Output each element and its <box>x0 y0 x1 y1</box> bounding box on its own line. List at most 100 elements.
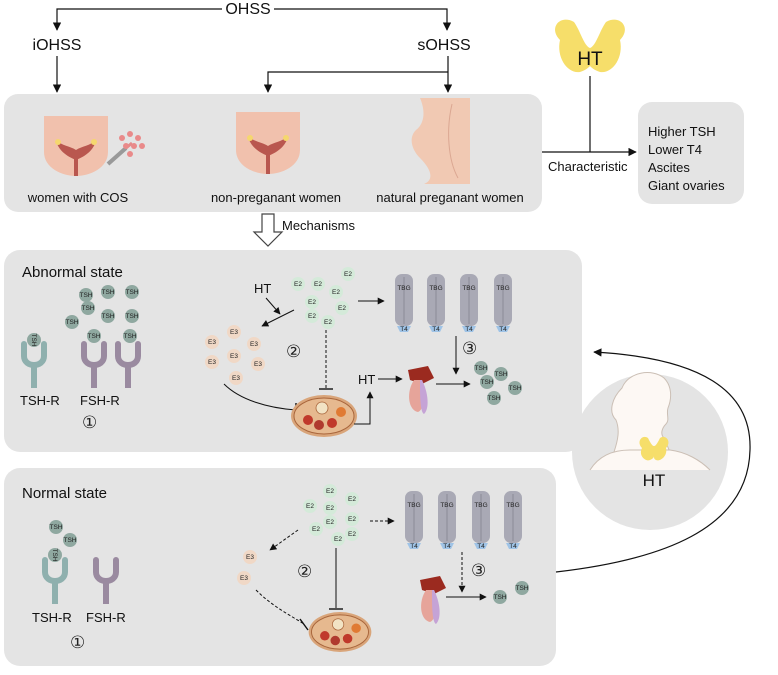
uterus-cos-icon <box>44 116 108 176</box>
characteristic-item-4: Giant ovaries <box>648 178 725 193</box>
svg-text:E3: E3 <box>232 375 240 382</box>
svg-text:TSH: TSH <box>516 585 529 592</box>
abnormal-ht-top-label: HT <box>254 281 271 296</box>
abnormal-fsh-r-label: FSH-R <box>80 393 120 408</box>
e3-inhibit-line <box>223 383 297 411</box>
characteristic-item-2: Lower T4 <box>648 142 702 157</box>
svg-text:TSH: TSH <box>126 289 139 296</box>
e2-to-e3-arrow <box>261 309 295 327</box>
svg-text:E3: E3 <box>246 554 254 561</box>
thyroid-icon <box>555 19 625 73</box>
svg-text:TSH: TSH <box>509 385 522 392</box>
normal-step-1: ① <box>70 633 85 652</box>
svg-text:E2: E2 <box>324 319 332 326</box>
svg-text:TSH: TSH <box>102 313 115 320</box>
svg-text:E2: E2 <box>314 281 322 288</box>
svg-text:E3: E3 <box>250 341 258 348</box>
normal-step-2: ② <box>297 562 312 581</box>
abnormal-state-title: Abnormal state <box>22 264 123 281</box>
svg-text:TBG: TBG <box>474 502 487 509</box>
abnormal-output-tsh: TSH TSH TSH TSH TSH <box>474 361 522 405</box>
svg-text:TBG: TBG <box>462 285 475 292</box>
svg-text:E3: E3 <box>208 339 216 346</box>
ohss-label: OHSS <box>225 1 270 18</box>
svg-text:TSH: TSH <box>494 594 507 601</box>
normal-fsh-receptor-icon <box>93 557 119 604</box>
svg-text:T4: T4 <box>400 326 408 333</box>
svg-text:E2: E2 <box>326 488 334 495</box>
svg-text:T4: T4 <box>432 326 440 333</box>
abnormal-tsh-r-label: TSH-R <box>20 393 60 408</box>
feedback-curve-arrow <box>555 348 751 573</box>
ohss-to-iohss-arrow <box>52 8 222 31</box>
pregnant-torso-icon <box>411 98 470 184</box>
svg-text:E2: E2 <box>326 505 334 512</box>
svg-text:E2: E2 <box>348 531 356 538</box>
person-thyroid-icon <box>639 436 669 461</box>
characteristic-item-3: Ascites <box>648 160 690 175</box>
svg-text:TSH: TSH <box>30 334 37 347</box>
normal-ovary-icon <box>308 611 372 653</box>
svg-text:TSH: TSH <box>50 524 63 531</box>
svg-text:TBG: TBG <box>429 285 442 292</box>
svg-text:T4: T4 <box>443 543 451 550</box>
normal-e3-inhibit-line <box>255 589 305 625</box>
ohss-to-sohss-arrow <box>274 8 452 31</box>
svg-text:TBG: TBG <box>440 502 453 509</box>
svg-text:TSH: TSH <box>124 333 137 340</box>
characteristic-label: Characteristic <box>548 159 628 174</box>
svg-text:TBG: TBG <box>506 502 519 509</box>
sohss-branch-arrow <box>263 71 448 93</box>
svg-text:E2: E2 <box>348 516 356 523</box>
svg-text:TBG: TBG <box>397 285 410 292</box>
normal-e3-cluster: E3 E3 <box>237 550 257 585</box>
thyroid-ht-label: HT <box>577 49 603 70</box>
mechanisms-arrow-icon <box>252 213 284 247</box>
svg-text:TSH: TSH <box>495 371 508 378</box>
svg-text:E2: E2 <box>308 299 316 306</box>
abnormal-step-1: ① <box>82 413 97 432</box>
abnormal-ovary-icon <box>290 394 358 438</box>
normal-step-3: ③ <box>471 561 486 580</box>
normal-tsh-cluster: TSH TSH <box>49 520 77 547</box>
svg-text:TSH: TSH <box>64 537 77 544</box>
svg-text:E2: E2 <box>308 313 316 320</box>
svg-text:TSH: TSH <box>80 292 93 299</box>
abnormal-tsh-receptor-icon <box>21 341 47 388</box>
svg-text:E2: E2 <box>344 271 352 278</box>
svg-text:TSH: TSH <box>51 549 58 562</box>
svg-text:E2: E2 <box>312 526 320 533</box>
iohss-label: iOHSS <box>33 37 82 54</box>
svg-text:E2: E2 <box>326 519 334 526</box>
svg-text:E2: E2 <box>306 503 314 510</box>
svg-text:TSH: TSH <box>481 379 494 386</box>
svg-text:E3: E3 <box>254 361 262 368</box>
svg-text:TSH: TSH <box>66 319 79 326</box>
mechanisms-label: Mechanisms <box>282 218 355 233</box>
natural-pregnant-label: natural preganant women <box>376 190 523 205</box>
normal-fsh-r-label: FSH-R <box>86 610 126 625</box>
abnormal-ht-mid-label: HT <box>358 372 375 387</box>
svg-text:E3: E3 <box>208 359 216 366</box>
abnormal-step-2: ② <box>286 342 301 361</box>
ovary-to-ht-arrow <box>354 391 374 425</box>
svg-text:TBG: TBG <box>407 502 420 509</box>
svg-text:E2: E2 <box>332 289 340 296</box>
svg-text:E2: E2 <box>334 536 342 543</box>
svg-text:E3: E3 <box>230 353 238 360</box>
normal-output-tsh: TSH TSH <box>493 581 529 604</box>
svg-text:TSH: TSH <box>475 365 488 372</box>
normal-tsh-r-label: TSH-R <box>32 610 72 625</box>
characteristic-item-1: Higher TSH <box>648 124 716 139</box>
sohss-label: sOHSS <box>417 37 470 54</box>
svg-text:E2: E2 <box>338 305 346 312</box>
svg-text:E2: E2 <box>348 496 356 503</box>
svg-text:T4: T4 <box>499 326 507 333</box>
normal-state-title: Normal state <box>22 485 107 502</box>
normal-e2-cluster: E2 E2 E2 E2 E2 E2 E2 E2 E2 <box>303 484 359 546</box>
svg-text:T4: T4 <box>509 543 517 550</box>
svg-text:TSH: TSH <box>488 395 501 402</box>
